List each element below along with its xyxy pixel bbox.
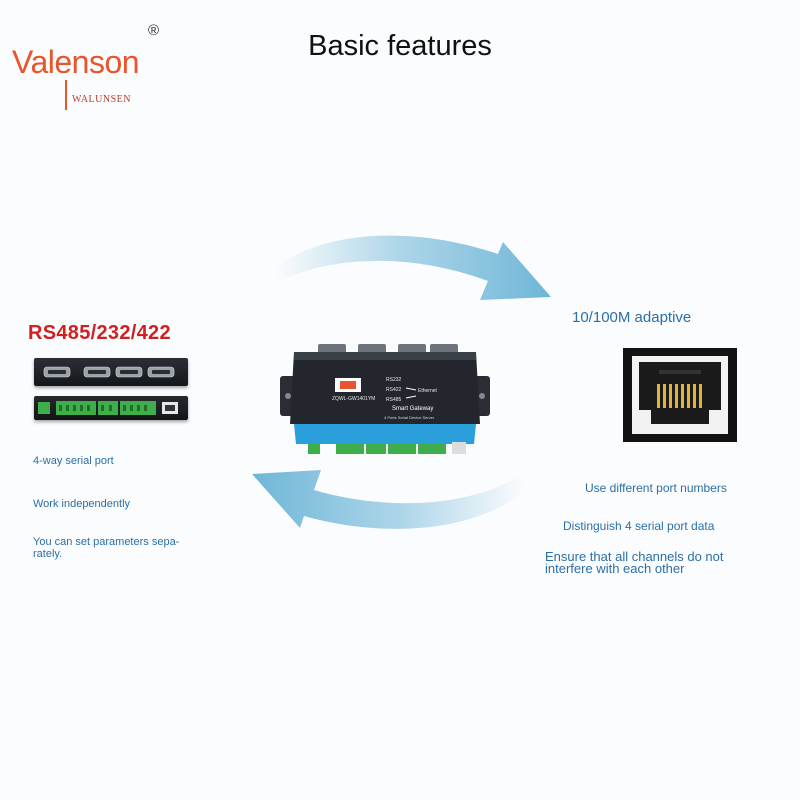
feature-serial-ports: 4-way serial port: [33, 455, 114, 467]
top-arrow-icon: [275, 235, 551, 300]
terminal-device-image: [34, 396, 188, 420]
feature-distinguish-data: Distinguish 4 serial port data: [563, 519, 715, 533]
device-description: 4 Ports Serial Device Server: [384, 415, 435, 420]
device-ethernet-label: Ethernet: [418, 388, 437, 394]
registered-mark: ®: [148, 22, 160, 39]
ethernet-title: 10/100M adaptive: [572, 309, 692, 326]
feature-no-interference: Ensure that all channels do not interfer…: [545, 549, 724, 576]
device-interface-rs485: RS485: [386, 397, 402, 403]
brand-subname: WALUNSEN: [72, 94, 131, 105]
device-interface-rs232: RS232: [386, 377, 402, 383]
page-title: Basic features: [308, 30, 492, 62]
device-name: Smart Gateway: [392, 406, 434, 412]
device-model: ZQWL-GW1401YM: [332, 396, 376, 402]
brand-logo: Valenson ® WALUNSEN: [12, 22, 172, 112]
feature-work-independently: Work independently: [33, 498, 131, 510]
device-interface-rs422: RS422: [386, 387, 402, 393]
feature-set-parameters: You can set parameters sepa- rately.: [33, 536, 180, 560]
smart-gateway-device: RS232 RS422 RS485 Ethernet ZQWL-GW1401YM…: [280, 340, 490, 462]
interfaces-label: RS485/232/422: [28, 322, 171, 344]
rj45-port-icon: [623, 348, 737, 442]
gateway-body-icon: [280, 344, 490, 454]
brand-name: Valenson: [12, 44, 140, 80]
bottom-arrow-icon: [252, 470, 525, 529]
logo-bar: [65, 80, 67, 110]
feature-port-numbers: Use different port numbers: [585, 481, 727, 495]
db9-device-image: [34, 358, 188, 386]
